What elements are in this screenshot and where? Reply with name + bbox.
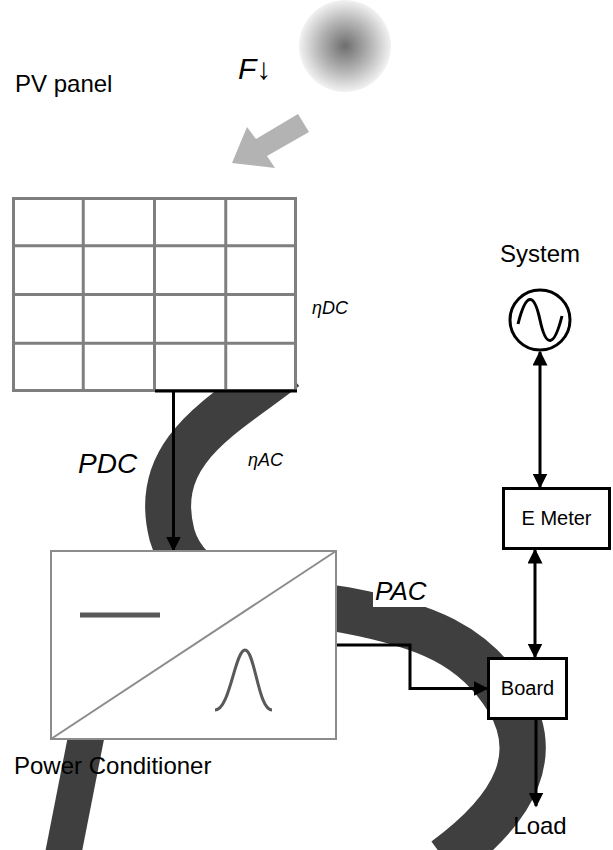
node-label: System bbox=[500, 240, 580, 268]
source-circle bbox=[510, 290, 570, 350]
node-label: E Meter bbox=[521, 507, 591, 530]
ac-source-symbol bbox=[508, 288, 572, 352]
power-conditioner: Power Conditioner bbox=[50, 550, 337, 740]
dc-symbol bbox=[80, 613, 160, 618]
pv-grid bbox=[12, 197, 297, 392]
flow-connector bbox=[534, 550, 537, 657]
node-label: Power Conditioner bbox=[14, 752, 211, 780]
dc-efficiency-label: ηDC bbox=[310, 298, 350, 319]
node-label: Board bbox=[501, 677, 554, 700]
pv-panel: PV panel bbox=[12, 197, 297, 392]
cell-line bbox=[224, 197, 227, 392]
flow-connector bbox=[172, 392, 175, 550]
irradiance-label: F↓ bbox=[236, 52, 273, 86]
cell-line bbox=[12, 293, 297, 296]
sine-wave bbox=[518, 299, 562, 340]
ac-efficiency-label: ηAC bbox=[246, 450, 285, 471]
node-label: PV panel bbox=[15, 70, 112, 98]
output-lead bbox=[155, 390, 297, 393]
irradiance-arrow bbox=[232, 114, 309, 168]
grid-system: System bbox=[508, 288, 572, 352]
ac-power-label: PAC bbox=[373, 576, 429, 607]
board-box: Board bbox=[487, 657, 568, 720]
sun bbox=[299, 0, 391, 92]
flow-connector bbox=[539, 352, 542, 487]
dc-power-label: PDC bbox=[76, 448, 139, 480]
inverter-frame bbox=[51, 551, 336, 739]
node-label: Load bbox=[513, 812, 566, 840]
meter-box: E Meter bbox=[502, 487, 611, 550]
cell-line bbox=[12, 342, 297, 345]
ac-symbol bbox=[215, 650, 272, 710]
diagonal bbox=[51, 551, 336, 739]
flow-connector bbox=[535, 720, 538, 806]
flow-connector bbox=[337, 645, 487, 689]
inverter-symbol bbox=[50, 550, 337, 740]
load: Load bbox=[504, 806, 576, 846]
